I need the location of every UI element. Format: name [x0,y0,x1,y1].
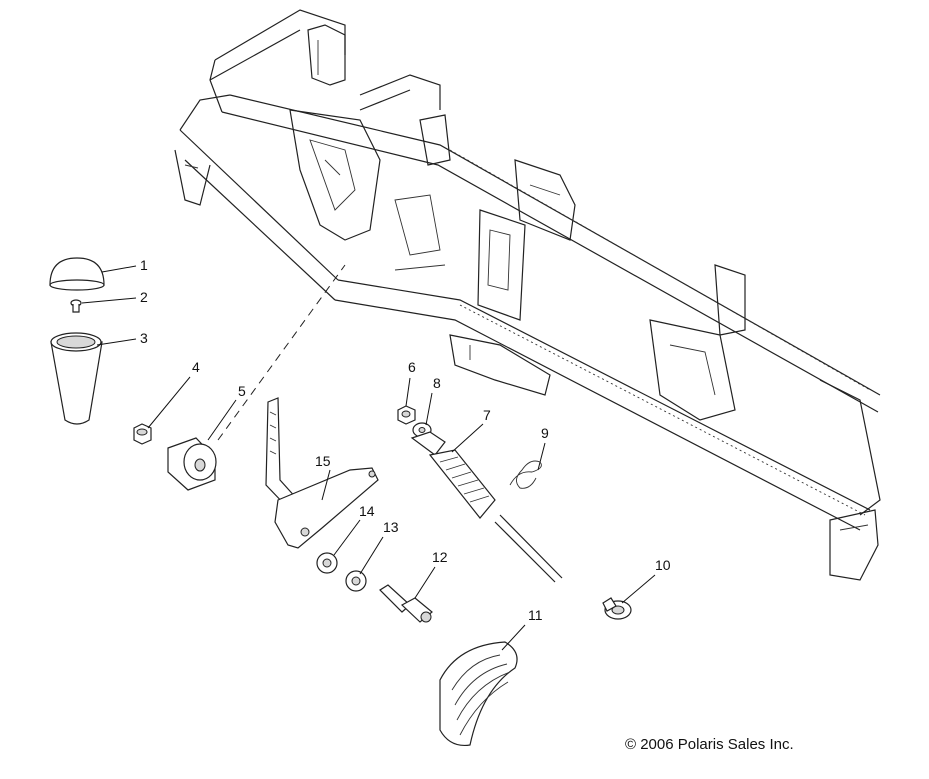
washer-part-3 [316,552,338,574]
callout-11: 11 [528,607,543,623]
assembly-guide-line [217,264,346,441]
callout-8: 8 [433,375,441,391]
cable-assembly-part [410,431,563,583]
callout-15: 15 [315,453,331,469]
pedal-part [439,641,518,747]
callout-9: 9 [541,425,549,441]
shift-knob-part [50,332,103,425]
leader-lines [81,265,656,651]
callout-10: 10 [655,557,671,573]
screw-part [70,299,82,313]
knob-cap-part [49,257,105,291]
frame-assembly [174,9,881,581]
callout-3: 3 [140,330,148,346]
callout-14: 14 [359,503,375,519]
nut-part [133,423,152,445]
callout-1: 1 [140,257,148,273]
copyright-text: © 2006 Polaris Sales Inc. [625,736,794,753]
clip-part [509,460,542,489]
clamp-part [602,597,632,620]
callout-2: 2 [140,289,148,305]
callout-12: 12 [432,549,448,565]
callout-4: 4 [192,359,200,375]
callout-7: 7 [483,407,491,423]
bumper-part [167,437,217,491]
pivot-pin-part [379,584,433,623]
callout-13: 13 [383,519,399,535]
lever-bracket-part [265,397,379,549]
callout-5: 5 [238,383,246,399]
callout-6: 6 [408,359,416,375]
washer-part-2 [345,570,367,592]
nut-part-2 [397,405,416,425]
